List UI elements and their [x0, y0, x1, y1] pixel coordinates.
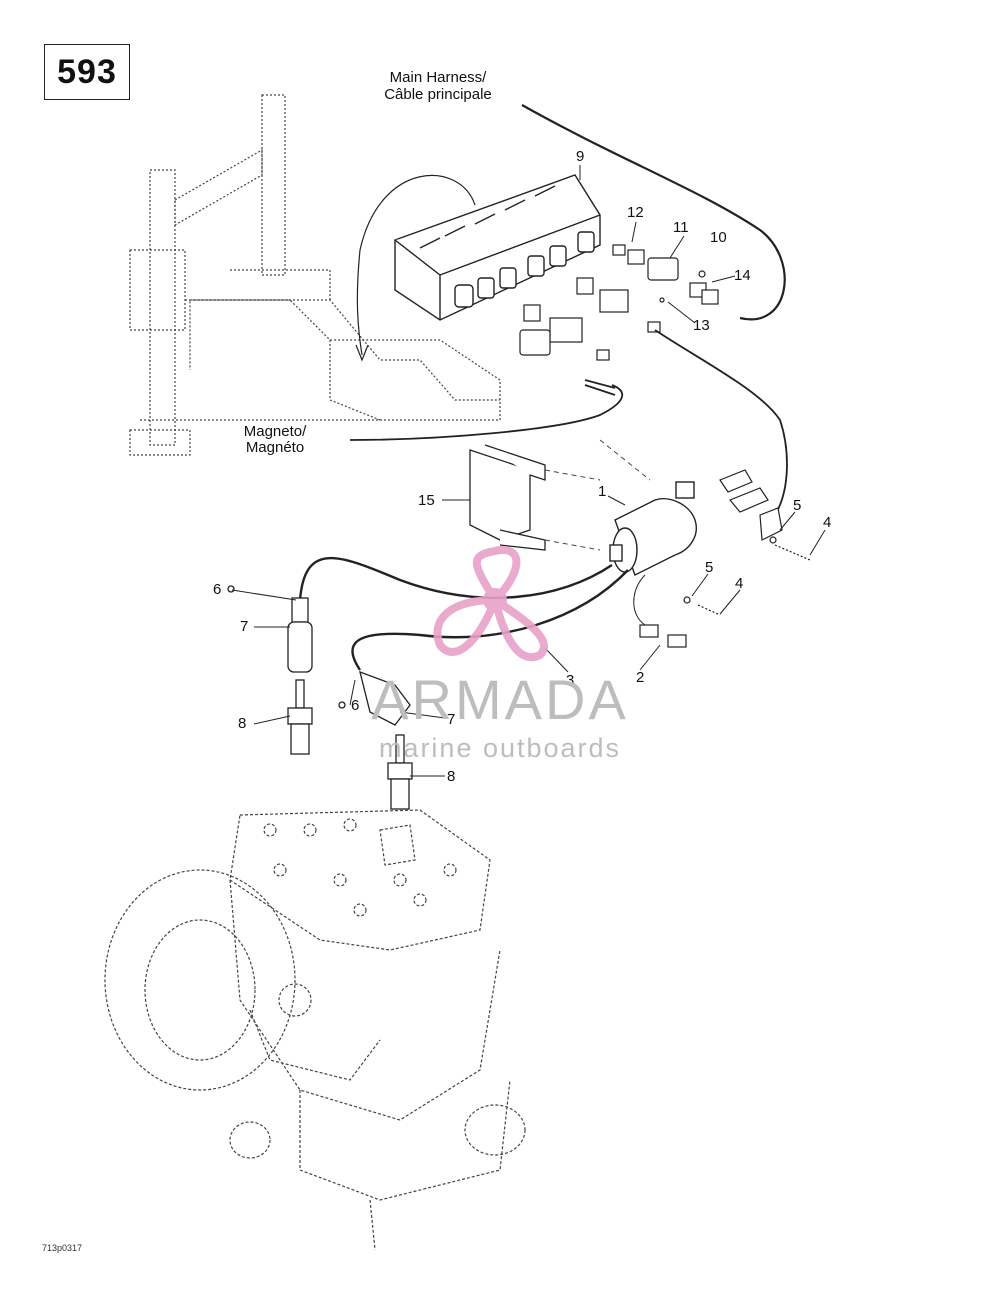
leader-dashes: [544, 439, 651, 551]
main-harness-wire: [521, 104, 786, 321]
callout-1: 1: [598, 483, 607, 500]
callout-4a: 4: [823, 514, 832, 531]
callout-3: 3: [566, 672, 575, 689]
callout-14: 14: [734, 267, 751, 284]
page-number-box: 593: [44, 44, 130, 100]
callout-13: 13: [693, 317, 710, 334]
watermark-tagline: marine outboards: [378, 733, 622, 763]
callout-11: 11: [673, 219, 689, 236]
callout-5a: 5: [793, 497, 802, 514]
electrical-box: [394, 174, 601, 321]
callout-2: 2: [636, 669, 645, 686]
callout-6b: 6: [351, 697, 360, 714]
callout-6a: 6: [213, 581, 222, 598]
callout-7a: 7: [240, 618, 249, 635]
main-harness-label-en: Main Harness/: [389, 69, 487, 86]
wiring: [349, 329, 788, 516]
callout-leaders: [231, 165, 826, 777]
armada-logo-icon: [433, 545, 548, 661]
callout-8a: 8: [238, 715, 247, 732]
callout-7b: 7: [447, 711, 456, 728]
callout-8b: 8: [447, 768, 456, 785]
box-arrow: [355, 174, 476, 362]
engine-block: [104, 809, 526, 1251]
spark-plugs: [287, 679, 413, 810]
callout-10: 10: [710, 229, 727, 246]
magneto-label-fr: Magnéto: [245, 439, 305, 456]
callout-4b: 4: [735, 575, 744, 592]
callout-15: 15: [418, 492, 435, 509]
terminal-parts: [639, 469, 811, 648]
main-harness-label-fr: Câble principale: [384, 86, 492, 103]
magneto-label-en: Magneto/: [243, 423, 307, 440]
coil-ground-wire: [633, 574, 646, 626]
high-tension-leads: [298, 556, 629, 671]
drawing-reference: 713p0317: [42, 1243, 83, 1253]
connector-parts: [519, 244, 719, 361]
callout-9: 9: [576, 148, 585, 165]
mounting-frame: [129, 94, 501, 456]
spark-plug-caps: [227, 585, 411, 726]
callout-5b: 5: [705, 559, 714, 576]
ignition-coil: [609, 481, 697, 576]
coil-bracket: [469, 444, 546, 551]
watermark-brand: ARMADA: [371, 668, 629, 731]
callout-12: 12: [627, 204, 644, 221]
